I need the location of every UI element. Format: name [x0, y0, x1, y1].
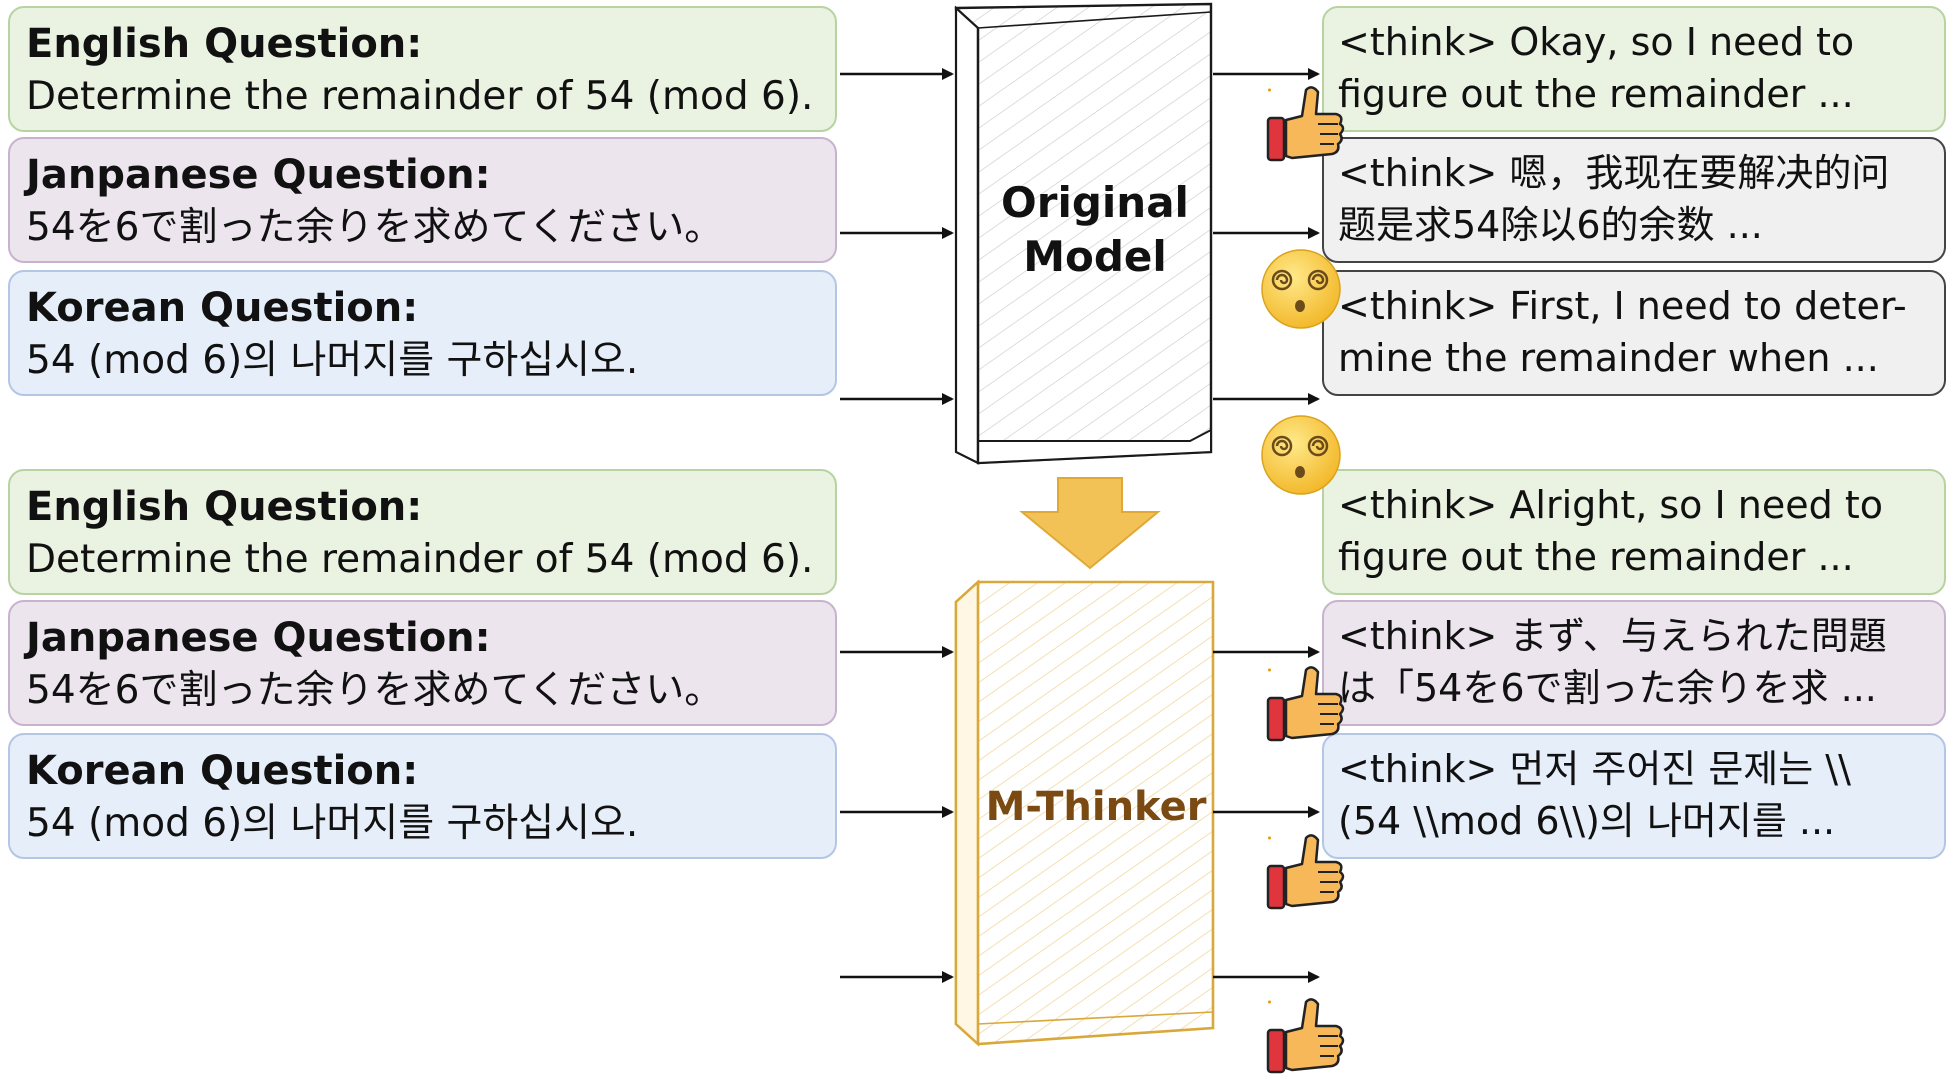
question-box-korean-bottom: Korean Question: 54 (mod 6)의 나머지를 구하십시오.: [8, 733, 837, 859]
original-model-label: Original Model: [990, 176, 1200, 284]
question-text: Determine the remainder of 54 (mod 6).: [26, 537, 814, 582]
answer-box-english-top: <think> Okay, so I need to figure out th…: [1322, 6, 1946, 132]
question-text: 54 (mod 6)의 나머지를 구하십시오.: [26, 338, 639, 383]
answer-text: <think> Okay, so I need to figure out th…: [1338, 20, 1855, 116]
answer-text: <think> まず、与えられた問題 は「54を6で割った余りを求 ...: [1338, 614, 1887, 710]
question-box-english-top: English Question: Determine the remainde…: [8, 6, 837, 132]
thumbs-up-icon: [1266, 86, 1345, 162]
dizzy-face-icon: [1261, 415, 1341, 495]
answer-box-korean-bottom: <think> 먼저 주어진 문제는 \\ (54 \\mod 6\\)의 나머…: [1322, 733, 1946, 859]
question-box-korean-top: Korean Question: 54 (mod 6)의 나머지를 구하십시오.: [8, 270, 837, 396]
question-text: 54を6で割った余りを求めてください。: [26, 205, 724, 250]
thumbs-up-icon: [1266, 666, 1345, 742]
m-thinker-label: M-Thinker: [985, 784, 1207, 830]
question-box-japanese-top: Janpanese Question: 54を6で割った余りを求めてください。: [8, 137, 837, 263]
answer-box-english-2-top: <think> First, I need to deter- mine the…: [1322, 270, 1946, 396]
question-title: English Question:: [26, 484, 423, 530]
original-model-label-line2: Model: [1023, 232, 1167, 281]
down-arrow: [1019, 477, 1161, 570]
question-box-japanese-bottom: Janpanese Question: 54を6で割った余りを求めてください。: [8, 600, 837, 726]
thumbs-up-icon: [1266, 834, 1345, 910]
answer-box-english-bottom: <think> Alright, so I need to figure out…: [1322, 469, 1946, 595]
question-title: English Question:: [26, 21, 423, 67]
question-title: Korean Question:: [26, 285, 419, 331]
input-arrows-bottom: [840, 646, 954, 983]
input-arrows-top: [840, 68, 954, 405]
thumbs-up-icon: [1266, 998, 1345, 1074]
answer-text: <think> 嗯，我现在要解决的问 题是求54除以6的余数 ...: [1338, 151, 1890, 247]
question-text: Determine the remainder of 54 (mod 6).: [26, 74, 814, 119]
original-model-label-line1: Original: [1001, 178, 1189, 227]
question-text: 54を6で割った余りを求めてください。: [26, 668, 724, 713]
question-box-english-bottom: English Question: Determine the remainde…: [8, 469, 837, 595]
dizzy-face-icon: [1261, 249, 1341, 329]
question-title: Korean Question:: [26, 748, 419, 794]
question-text: 54 (mod 6)의 나머지를 구하십시오.: [26, 801, 639, 846]
answer-text: <think> 먼저 주어진 문제는 \\ (54 \\mod 6\\)의 나머…: [1338, 747, 1851, 843]
question-title: Janpanese Question:: [26, 152, 491, 198]
answer-text: <think> Alright, so I need to figure out…: [1338, 483, 1883, 579]
answer-box-chinese-top: <think> 嗯，我现在要解决的问 题是求54除以6的余数 ...: [1322, 137, 1946, 263]
answer-text: <think> First, I need to deter- mine the…: [1338, 284, 1907, 380]
answer-box-japanese-bottom: <think> まず、与えられた問題 は「54を6で割った余りを求 ...: [1322, 600, 1946, 726]
question-title: Janpanese Question:: [26, 615, 491, 661]
